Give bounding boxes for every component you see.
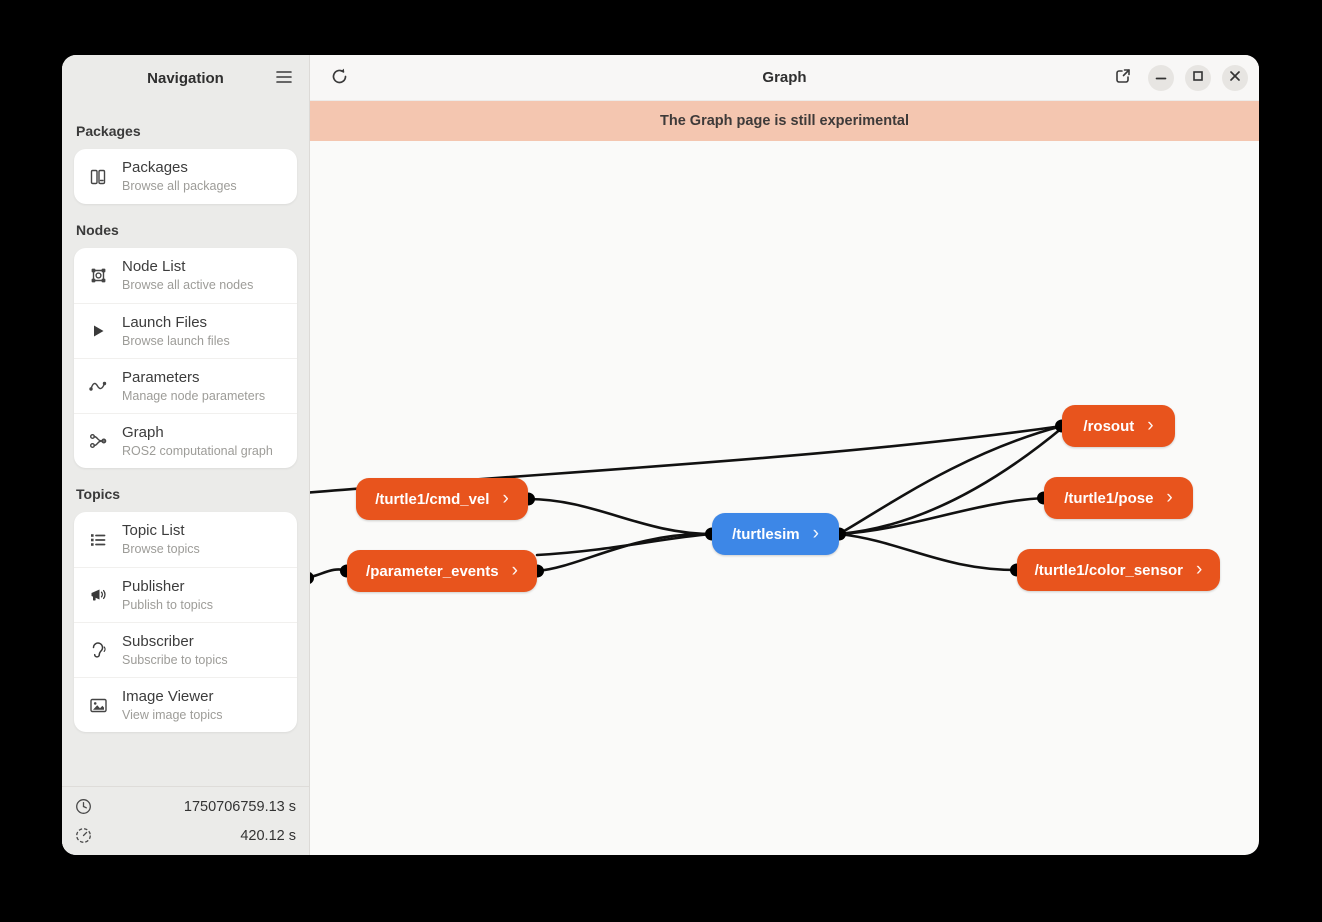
topic-list-icon (88, 530, 108, 550)
graph-node-turtle1-pose[interactable]: /turtle1/pose › (1044, 477, 1193, 519)
sidebar-item-graph[interactable]: Graph ROS2 computational graph (74, 413, 297, 468)
item-subtitle: Browse all packages (122, 179, 237, 193)
sidebar-item-packages[interactable]: Packages Browse all packages (74, 149, 297, 204)
item-title: Topic List (122, 522, 185, 539)
section-card-nodes: Node List Browse all active nodes Launch… (74, 248, 297, 468)
chevron-right-icon: › (1196, 558, 1203, 580)
node-list-icon (88, 266, 108, 286)
main-pane: Graph (310, 55, 1259, 855)
item-subtitle: Subscribe to topics (122, 652, 228, 667)
section-label-topics: Topics (76, 486, 121, 502)
stopwatch-icon (75, 827, 92, 844)
sidebar-item-launch-files[interactable]: Launch Files Browse launch files (74, 303, 297, 358)
item-title: Parameters (122, 368, 200, 386)
chevron-right-icon: › (1166, 486, 1173, 508)
status-value: 420.12 s (240, 827, 296, 844)
close-icon (1229, 70, 1241, 85)
chevron-right-icon: › (502, 487, 509, 509)
sidebar-item-image-viewer[interactable]: Image Viewer View image topics (74, 677, 297, 732)
connection-dot (310, 572, 314, 584)
node-label: /rosout (1083, 417, 1135, 435)
edge-turtlesim-to-rosout (837, 424, 1064, 536)
graph-canvas[interactable]: /turtle1/cmd_vel › /parameter_events › /… (310, 141, 1259, 855)
minimize-button[interactable] (1148, 64, 1174, 91)
packages-icon (88, 167, 108, 187)
item-subtitle: Browse launch files (122, 333, 230, 348)
graph-node-turtlesim[interactable]: /turtlesim › (712, 513, 839, 555)
item-subtitle: View image topics (122, 707, 223, 722)
edge-turtle1-cmd_vel-to-turtlesim (526, 497, 714, 536)
item-subtitle: ROS2 computational graph (122, 443, 273, 458)
item-title: Image Viewer (122, 687, 214, 705)
item-title: Launch Files (122, 313, 208, 331)
sidebar-item-node-list[interactable]: Node List Browse all active nodes (74, 248, 297, 303)
section-label-nodes: Nodes (76, 222, 119, 238)
main-header: Graph (310, 55, 1259, 101)
hamburger-menu-button[interactable] (271, 65, 297, 91)
launch-files-icon (88, 321, 108, 341)
window-controls (1109, 64, 1259, 92)
edge-turtlesim-to-turtle1-pose (837, 496, 1046, 536)
experimental-warning-banner: The Graph page is still experimental (310, 101, 1259, 141)
item-subtitle: Manage node parameters (122, 388, 266, 403)
node-label: /turtle1/cmd_vel (375, 490, 490, 508)
sidebar-item-topic-list[interactable]: Topic List Browse topics (74, 512, 297, 567)
subscriber-icon (88, 640, 108, 660)
graph-node-turtle1-cmd_vel[interactable]: /turtle1/cmd_vel › (356, 478, 528, 520)
sidebar-item-subscriber[interactable]: Subscriber Subscribe to topics (74, 622, 297, 677)
parameters-icon (88, 376, 108, 396)
edge-turtlesim-to-turtle1-color_sensor (837, 532, 1019, 572)
graph-node-rosout[interactable]: /rosout › (1062, 405, 1175, 447)
section-card-topics: Topic List Browse topics Publisher Publi… (74, 512, 297, 732)
maximize-button[interactable] (1185, 64, 1211, 91)
item-title: Publisher (122, 577, 185, 595)
refresh-icon (330, 67, 349, 89)
graph-node-turtle1-color_sensor[interactable]: /turtle1/color_sensor › (1017, 549, 1220, 591)
sidebar-header: Navigation (62, 55, 309, 101)
external-link-icon (1114, 67, 1132, 88)
edge-parameter_events-to-turtlesim (535, 532, 714, 573)
status-row: 420.12 s (62, 821, 309, 850)
app-window: Navigation Packages Packages Browse all … (62, 55, 1259, 855)
sidebar-title: Navigation (147, 69, 224, 87)
sidebar-status-bar: 1750706759.13 s 420.12 s (62, 786, 309, 855)
item-subtitle: Browse all active nodes (122, 278, 254, 292)
item-subtitle: Browse topics (122, 542, 200, 556)
node-label: /turtlesim (732, 525, 800, 543)
graph-icon (88, 431, 108, 451)
chevron-right-icon: › (511, 559, 518, 581)
node-label: /parameter_events (366, 562, 499, 580)
image-viewer-icon (88, 695, 108, 715)
graph-node-parameter_events[interactable]: /parameter_events › (347, 550, 537, 592)
node-label: /turtle1/color_sensor (1034, 561, 1184, 579)
section-label-packages: Packages (76, 123, 141, 139)
clock-icon (75, 798, 92, 815)
item-title: Node List (122, 258, 186, 275)
refresh-button[interactable] (324, 63, 354, 93)
item-title: Graph (122, 423, 164, 441)
status-value: 1750706759.13 s (183, 798, 296, 815)
sidebar-item-publisher[interactable]: Publisher Publish to topics (74, 567, 297, 622)
item-title: Subscriber (122, 632, 194, 650)
edge-turtlesim-to-rosout (837, 426, 1064, 536)
minimize-icon (1155, 70, 1167, 85)
sidebar-item-parameters[interactable]: Parameters Manage node parameters (74, 358, 297, 413)
sidebar-navigation-list: Packages Packages Browse all packages No… (62, 101, 309, 786)
item-title: Packages (122, 159, 188, 176)
item-subtitle: Publish to topics (122, 597, 214, 612)
open-in-new-window-button[interactable] (1109, 64, 1137, 92)
node-label: /turtle1/pose (1064, 489, 1154, 507)
section-card-packages: Packages Browse all packages (74, 149, 297, 204)
close-button[interactable] (1222, 64, 1248, 91)
hamburger-icon (276, 70, 292, 87)
chevron-right-icon: › (1147, 414, 1154, 436)
publisher-icon (88, 585, 108, 605)
status-row: 1750706759.13 s (62, 792, 309, 821)
sidebar: Navigation Packages Packages Browse all … (62, 55, 310, 855)
maximize-icon (1192, 70, 1204, 85)
chevron-right-icon: › (812, 522, 819, 544)
edge-parameter_events-to-turtlesim (535, 532, 714, 557)
